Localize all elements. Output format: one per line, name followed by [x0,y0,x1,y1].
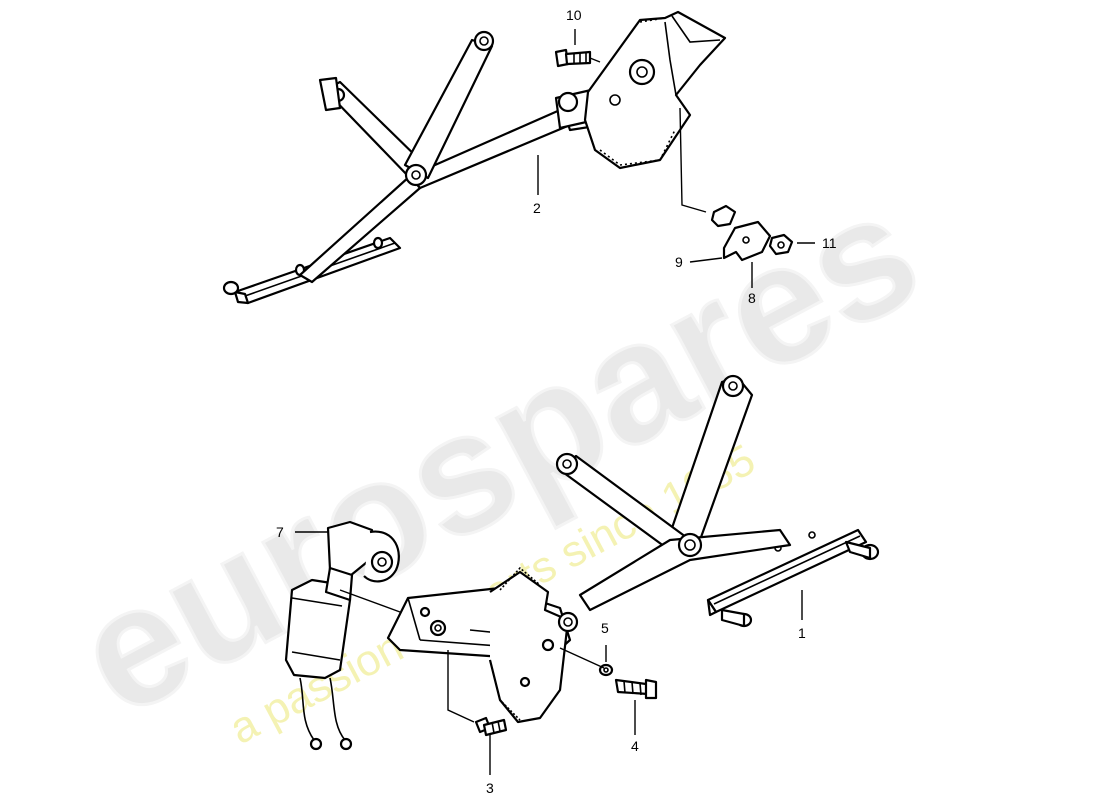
callout-1: 1 [798,625,806,641]
callout-10: 10 [566,7,582,23]
nut-part-11 [768,233,794,256]
callout-8: 8 [748,290,756,306]
callouts: 1 2 3 4 5 7 8 9 10 11 [276,7,837,796]
callout-11: 11 [822,235,837,251]
upper-window-regulator [222,10,727,305]
callout-2: 2 [533,200,541,216]
leader-lines [295,29,815,775]
bolt-part-4 [614,678,658,700]
callout-3: 3 [486,780,494,796]
bracket-part-8 [722,220,772,262]
bracket-parts [710,204,794,262]
window-motor-part-7 [284,520,400,751]
bolt-part-3 [474,716,508,737]
nut-part [710,204,737,228]
bolt-part-10 [554,48,592,68]
callout-7: 7 [276,524,284,540]
callout-5: 5 [601,620,609,636]
callout-9: 9 [675,254,683,270]
callout-4: 4 [631,738,639,754]
lower-window-regulator [386,374,880,724]
